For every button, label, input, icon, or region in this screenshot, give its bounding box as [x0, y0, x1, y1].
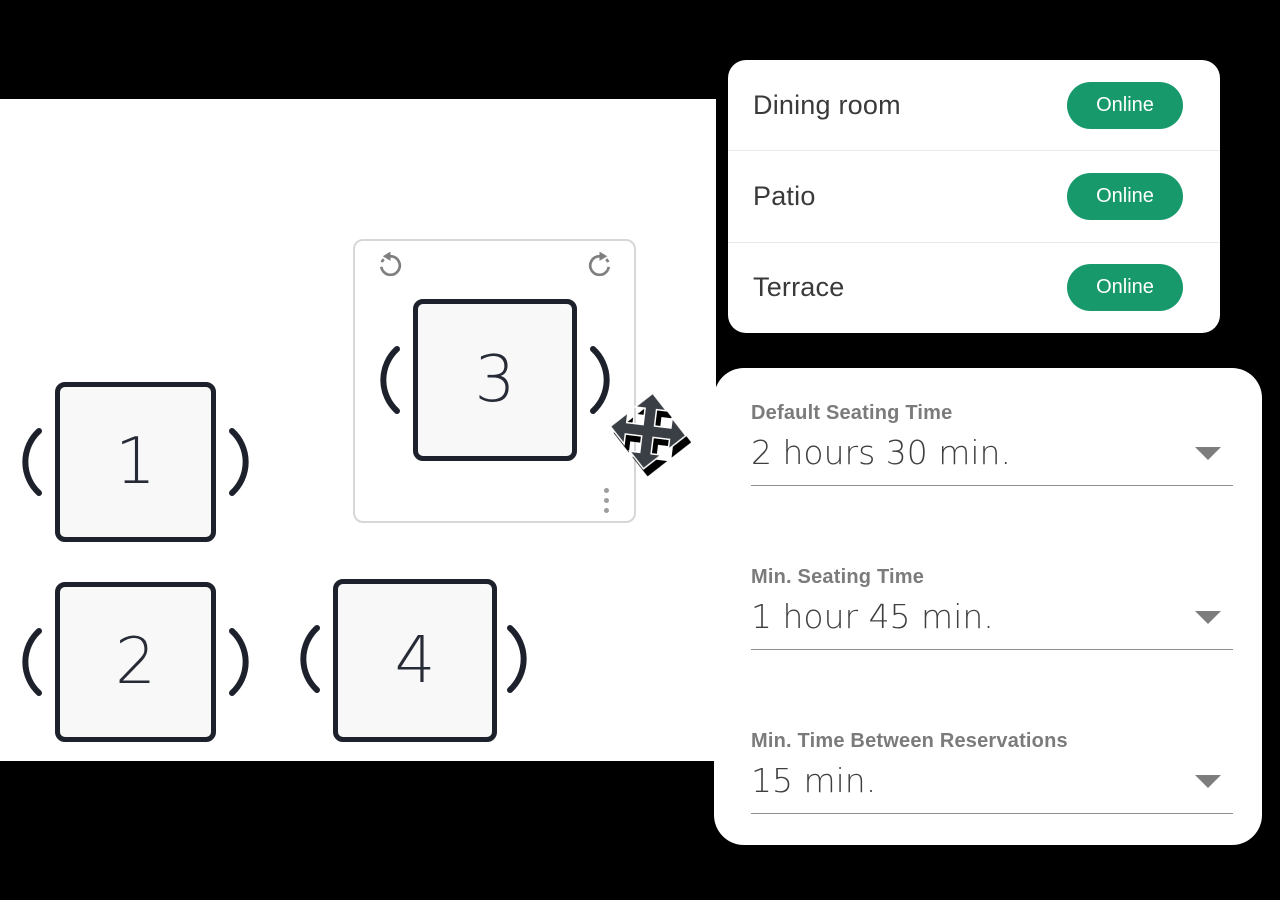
- field-min-seating-time: Min. Seating Time 1 hour 45 min.: [751, 566, 1233, 651]
- field-value: 15 min.: [751, 761, 877, 800]
- table-2[interactable]: 2: [55, 582, 216, 742]
- chair-right-table-2: [229, 628, 249, 696]
- rotate-counterclockwise-icon[interactable]: [374, 248, 407, 281]
- min-seating-time-dropdown[interactable]: 1 hour 45 min.: [751, 597, 1233, 651]
- floor-plan-canvas[interactable]: 1 2 4 3: [0, 99, 716, 761]
- chair-left-table-4: [300, 625, 320, 693]
- table-3-selection-box[interactable]: [353, 239, 636, 523]
- chevron-down-icon: [1195, 446, 1221, 460]
- room-row-dining-room[interactable]: Dining room Online: [728, 60, 1220, 152]
- chair-left-table-1: [22, 428, 42, 496]
- room-name: Terrace: [753, 272, 845, 303]
- table-4-number: 4: [394, 623, 436, 698]
- field-label: Default Seating Time: [751, 402, 953, 424]
- rotate-clockwise-icon[interactable]: [583, 248, 616, 281]
- table-3-number: 3: [474, 343, 516, 417]
- table-3[interactable]: 3: [413, 299, 577, 461]
- table-4[interactable]: 4: [333, 579, 497, 742]
- chevron-down-icon: [1195, 610, 1221, 624]
- chair-right-table-4: [507, 625, 527, 693]
- chair-left-table-2: [22, 628, 42, 696]
- room-row-patio[interactable]: Patio Online: [728, 151, 1220, 243]
- chair-right-table-1: [229, 428, 249, 496]
- room-name: Patio: [753, 180, 816, 211]
- field-value: 1 hour 45 min.: [751, 597, 994, 636]
- seating-settings-card: Default Seating Time 2 hours 30 min. Min…: [714, 368, 1262, 845]
- table-1[interactable]: 1: [55, 382, 216, 542]
- field-label: Min. Seating Time: [751, 566, 925, 588]
- status-badge-online[interactable]: Online: [1067, 81, 1183, 129]
- status-badge-online[interactable]: Online: [1067, 264, 1183, 312]
- chair-left-table-3: [380, 346, 400, 414]
- room-name: Dining room: [753, 89, 901, 120]
- chair-right-table-3: [590, 346, 610, 414]
- field-label: Min. Time Between Reservations: [751, 730, 1068, 752]
- field-min-time-between-reservations: Min. Time Between Reservations 15 min.: [751, 730, 1233, 815]
- chevron-down-icon: [1195, 774, 1221, 788]
- field-value: 2 hours 30 min.: [751, 433, 1011, 472]
- min-time-between-reservations-dropdown[interactable]: 15 min.: [751, 761, 1233, 815]
- drag-handle-dots-icon[interactable]: [604, 488, 609, 513]
- default-seating-time-dropdown[interactable]: 2 hours 30 min.: [751, 433, 1233, 487]
- room-row-terrace[interactable]: Terrace Online: [728, 243, 1220, 333]
- table-2-number: 2: [115, 625, 156, 699]
- table-1-number: 1: [115, 425, 156, 499]
- status-badge-online[interactable]: Online: [1067, 172, 1183, 220]
- move-cursor-icon: [609, 392, 687, 470]
- field-default-seating-time: Default Seating Time 2 hours 30 min.: [751, 402, 1233, 487]
- rooms-card: Dining room Online Patio Online Terrace …: [728, 60, 1220, 333]
